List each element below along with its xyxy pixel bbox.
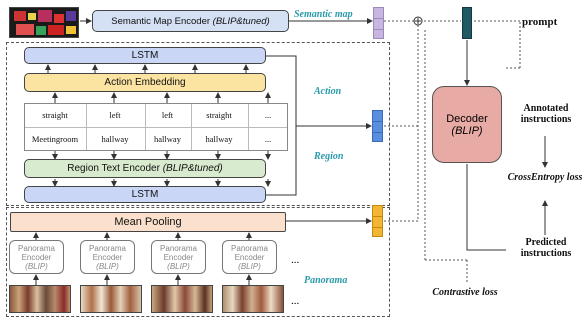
region-text-encoder-label: Region Text Encoder [67, 163, 160, 174]
lstm-top: LSTM [24, 47, 266, 64]
panorama-encoder-region [6, 207, 390, 317]
panorama-encoder-line: Encoder [21, 252, 52, 262]
panorama-encoder-line: Encoder [92, 252, 123, 262]
panorama-image [9, 285, 71, 313]
annotated-instructions-label: Annotated instructions [520, 103, 572, 125]
panorama-encoder-line: Panorama [160, 243, 197, 253]
action-region-table [24, 103, 288, 151]
region-cell: hallway [101, 133, 129, 144]
prompt-label: prompt [522, 16, 558, 28]
decoder-subtitle: (BLIP) [451, 124, 483, 137]
semantic-feature-vector [373, 7, 384, 39]
trajectory-feature-vector [372, 110, 383, 142]
semantic-map-encoder-suffix: (BLIP&tuned) [212, 15, 270, 27]
semantic-map-label: Semantic map [294, 9, 353, 20]
image-ellipsis: ... [291, 295, 300, 307]
panorama-label: Panorama [304, 275, 348, 286]
panorama-encoder-line: (BLIP) [96, 261, 119, 271]
semantic-map-encoder-label: Semantic Map Encoder [111, 15, 211, 27]
contrastive-loss-label: Contrastive loss [432, 287, 498, 298]
region-cell: ... [264, 133, 272, 144]
panorama-encoder-line: Encoder [163, 252, 194, 262]
region-text-encoder-suffix: (BLIP&tuned) [162, 163, 223, 174]
lstm-top-label: LSTM [131, 50, 159, 61]
semantic-map-encoder: Semantic Map Encoder (BLIP&tuned) [92, 10, 289, 32]
encoder-ellipsis: ... [291, 254, 300, 266]
lstm-bottom-label: LSTM [131, 189, 159, 200]
panorama-encoder-line: (BLIP) [238, 261, 261, 271]
crossentropy-loss-label: CrossEntropy loss [507, 172, 583, 183]
panorama-image [80, 285, 142, 313]
lstm-top-output-arrow [266, 55, 372, 129]
predicted-instructions-label: Predicted instructions [520, 237, 572, 259]
region-label: Region [314, 151, 344, 162]
panorama-encoder-line: Encoder [234, 252, 265, 262]
region-text-encoder: Region Text Encoder (BLIP&tuned) [24, 159, 266, 178]
lstm-bottom-output-arrow [266, 126, 297, 196]
action-cell: left [109, 110, 121, 120]
action-cell: straight [42, 110, 68, 120]
action-label: Action [314, 86, 342, 97]
panorama-encoder-line: Panorama [89, 243, 126, 253]
region-cell: hallway [205, 133, 233, 144]
lstm-bottom: LSTM [24, 186, 266, 203]
decoder-title: Decoder [446, 112, 488, 125]
panorama-image [151, 285, 213, 313]
action-embedding: Action Embedding [24, 73, 266, 92]
panorama-image [222, 285, 284, 313]
action-embedding-label: Action Embedding [104, 77, 186, 88]
decoder: Decoder (BLIP) [432, 86, 502, 163]
panorama-encoder-line: (BLIP) [25, 261, 48, 271]
mean-pooling-label: Mean Pooling [114, 216, 182, 228]
prompt-feature-vector [462, 7, 472, 39]
semantic-map-thumbnail [9, 7, 79, 38]
decoder-output-line [466, 164, 506, 251]
region-cell: hallway [154, 133, 181, 144]
action-cell: ... [264, 110, 272, 120]
panorama-feature-vector [372, 205, 383, 237]
panorama-encoder-line: Panorama [231, 243, 268, 253]
action-cell: left [161, 110, 174, 120]
panorama-encoder-line: Panorama [18, 243, 55, 253]
region-cell: Meetingroom [31, 133, 79, 144]
action-cell: straight [206, 110, 232, 120]
trajectory-encoder-region [6, 42, 390, 206]
panorama-encoder-line: (BLIP) [167, 261, 190, 271]
mean-pooling: Mean Pooling [10, 212, 286, 232]
